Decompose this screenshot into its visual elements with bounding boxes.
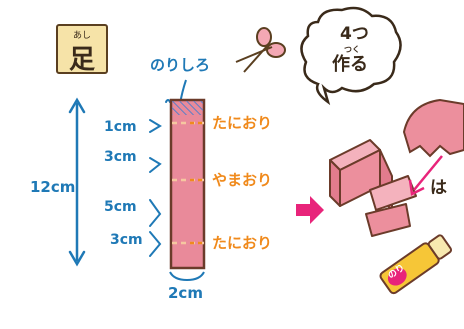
- fold-dashes: [190, 121, 206, 245]
- paper-strip: [169, 98, 206, 270]
- width-label: 2cm: [168, 284, 203, 302]
- segment-brackets: [149, 99, 171, 257]
- bubble-line1: 4つ: [340, 24, 369, 44]
- fold-label-middle: やまおり: [212, 171, 273, 189]
- bubble-ruby: つく: [344, 45, 360, 54]
- scissors-icon: [235, 27, 286, 73]
- glue-stick-icon: [379, 234, 453, 295]
- kanji-badge: あし 足: [56, 24, 108, 75]
- right-arrow-icon: [296, 196, 324, 224]
- glue-margin-label: のりしろ: [150, 56, 211, 74]
- speech-bubble: [300, 6, 402, 106]
- segment-label-2: 3cm: [104, 149, 137, 165]
- fold-label-top: たにおり: [212, 114, 273, 132]
- folded-leg-illustration: [329, 139, 417, 237]
- glue-margin-area: [172, 101, 203, 115]
- segment-label-4: 3cm: [110, 232, 143, 248]
- kanji-ruby: あし: [72, 31, 91, 41]
- attach-arrow: [413, 155, 443, 191]
- height-arrow: [68, 97, 86, 267]
- width-bracket: [169, 271, 205, 282]
- bubble-line2: 作る: [332, 54, 368, 75]
- height-total-label: 12cm: [30, 178, 76, 196]
- segment-label-1: 1cm: [104, 119, 137, 135]
- attach-label: は: [430, 178, 447, 198]
- fold-label-bottom: たにおり: [212, 234, 273, 252]
- attach-arrow-head: [408, 179, 425, 196]
- kanji-title: 足: [68, 45, 95, 75]
- egg-carton-piece: [402, 98, 464, 158]
- segment-label-3: 5cm: [104, 199, 137, 215]
